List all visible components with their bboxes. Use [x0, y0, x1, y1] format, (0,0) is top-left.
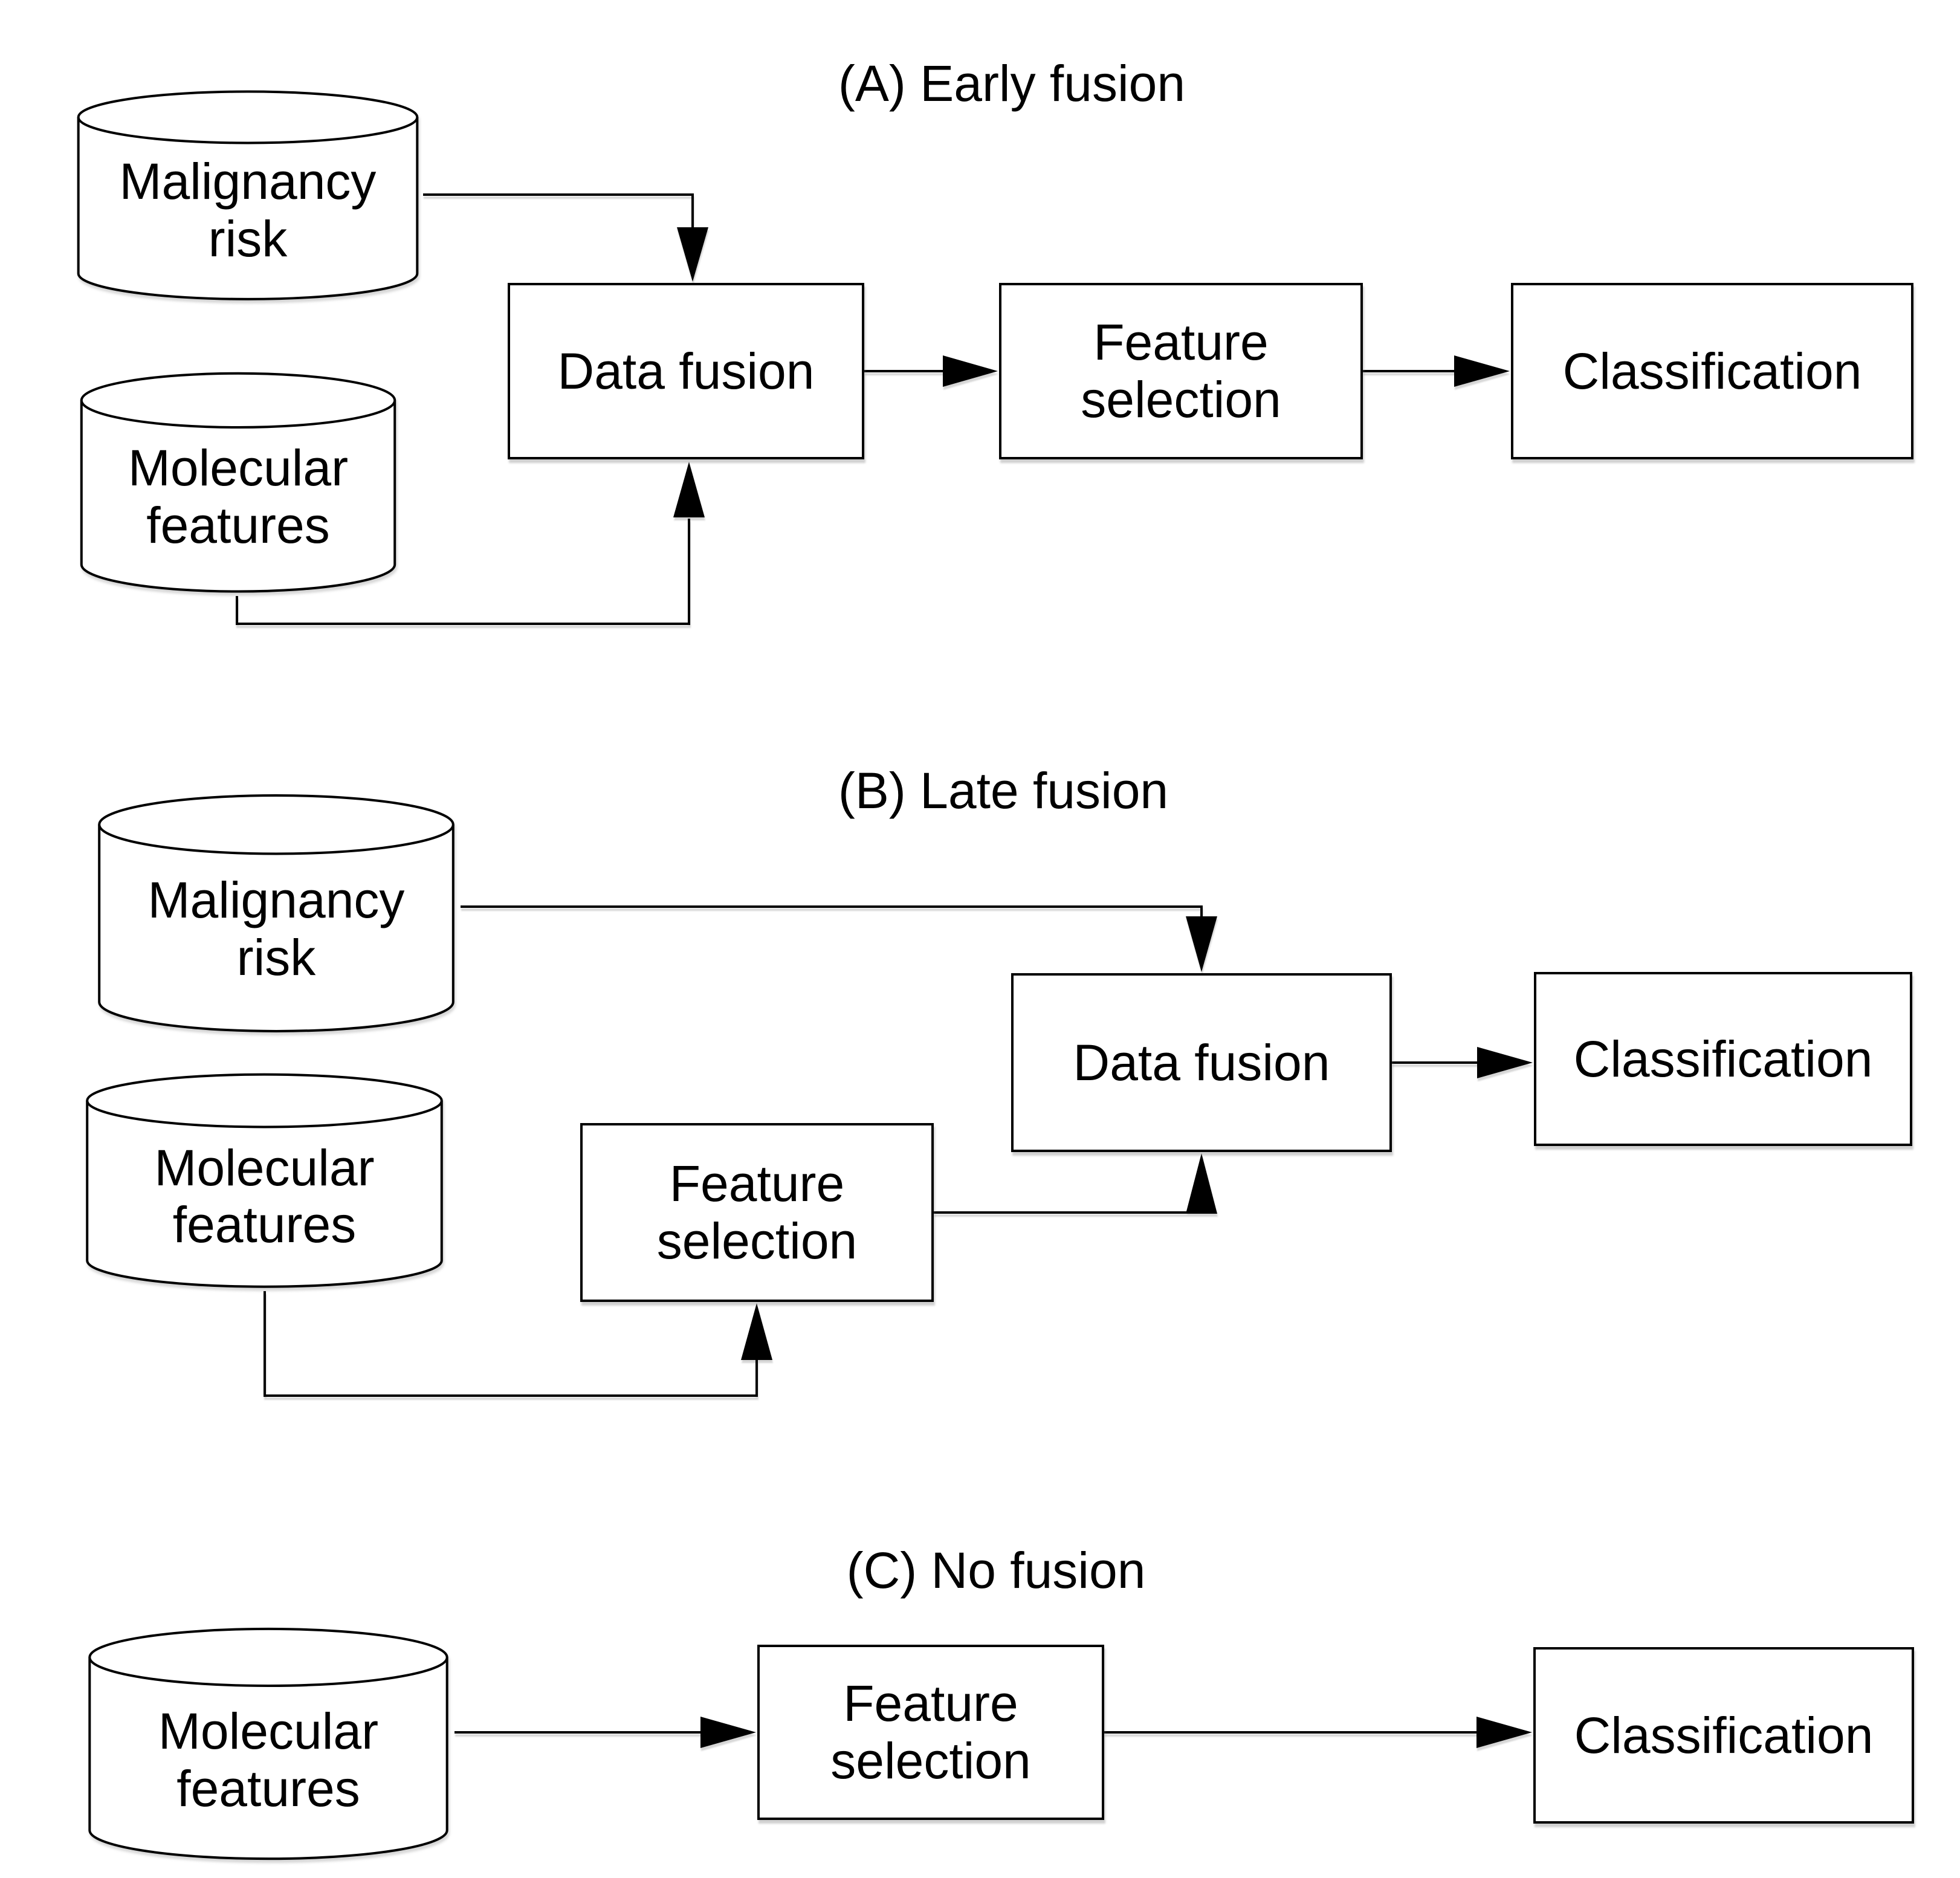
datastore-malignancy-risk-a: Malignancy risk — [71, 89, 424, 303]
section-a-title: (A) Early fusion — [838, 55, 1186, 112]
node-label: Feature selection — [1081, 314, 1281, 428]
node-label: Classification — [1574, 1706, 1874, 1764]
section-b-title: (B) Late fusion — [838, 762, 1169, 819]
cylinder-icon — [92, 793, 461, 1036]
edge-a-data-fusion-to-feature-selection — [864, 355, 998, 387]
edge-c-feature-selection-to-classification — [1104, 1717, 1532, 1748]
cylinder-icon — [82, 1627, 454, 1863]
node-label: Data fusion — [557, 342, 815, 400]
node-label: Malignancy risk — [147, 872, 405, 986]
node-label: Malignancy risk — [119, 153, 377, 268]
node-label: Data fusion — [1073, 1034, 1330, 1091]
node-label: Feature selection — [830, 1675, 1031, 1789]
edge-b-molecular-features-to-feature-selection — [264, 1291, 772, 1397]
node-label: Classification — [1562, 342, 1862, 400]
cylinder-icon — [75, 371, 401, 596]
process-classification-c: Classification — [1533, 1647, 1914, 1824]
node-label: Molecular features — [128, 439, 349, 554]
datastore-molecular-features-c: Molecular features — [82, 1627, 454, 1863]
process-data-fusion-b: Data fusion — [1011, 973, 1392, 1152]
process-feature-selection-a: Feature selection — [999, 283, 1363, 459]
datastore-malignancy-risk-b: Malignancy risk — [92, 793, 461, 1036]
node-label: Molecular features — [158, 1702, 379, 1817]
process-feature-selection-c: Feature selection — [757, 1645, 1104, 1820]
edge-b-feature-selection-to-data-fusion — [934, 1153, 1217, 1214]
cylinder-icon — [80, 1072, 449, 1291]
edge-a-feature-selection-to-classification — [1363, 355, 1510, 387]
datastore-molecular-features-b: Molecular features — [80, 1072, 449, 1291]
edge-a-molecular-features-to-data-fusion — [236, 462, 705, 625]
edge-b-data-fusion-to-classification — [1392, 1047, 1533, 1078]
node-label: Classification — [1573, 1030, 1873, 1087]
datastore-molecular-features-a: Molecular features — [75, 371, 401, 596]
process-data-fusion-a: Data fusion — [508, 283, 864, 459]
edge-a-malignancy-risk-to-data-fusion — [423, 193, 708, 282]
edge-c-molecular-features-to-feature-selection — [454, 1717, 756, 1748]
node-label: Feature selection — [656, 1155, 858, 1269]
node-label: Molecular features — [154, 1139, 375, 1254]
section-c-title: (C) No fusion — [846, 1542, 1146, 1599]
process-classification-b: Classification — [1534, 972, 1912, 1146]
cylinder-icon — [71, 89, 424, 303]
process-classification-a: Classification — [1511, 283, 1913, 459]
edge-b-malignancy-risk-to-data-fusion — [461, 905, 1217, 972]
process-feature-selection-b: Feature selection — [580, 1123, 934, 1302]
